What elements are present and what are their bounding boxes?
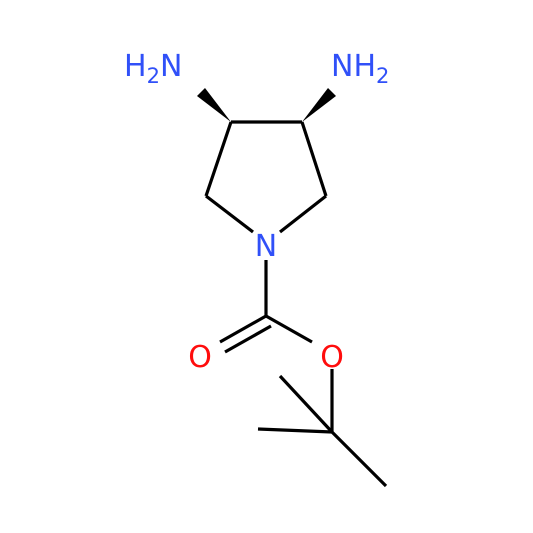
bond-carbonyl-double-a	[219, 314, 267, 344]
wedge-bond-c3-nh2	[197, 88, 231, 122]
bond-carbonyl-double-b	[224, 324, 272, 354]
atom-label-carbonyl-oxygen: O	[188, 340, 212, 375]
atom-label-ring-nitrogen: N	[255, 229, 277, 264]
bond-cquat-methyl3	[330, 430, 388, 488]
atom-labels: H2N NH2 N O O	[124, 49, 389, 375]
bond-ccarbonyl-oester	[265, 314, 313, 344]
wedge-bond-c4-nh2	[302, 88, 336, 122]
bond-c3-c2	[204, 121, 233, 197]
atom-label-amine-right: NH2	[331, 49, 389, 88]
bond-c5-n1	[279, 194, 327, 234]
wedge-bonds	[197, 88, 336, 122]
bond-cquat-methyl1	[278, 374, 334, 434]
bond-layer	[204, 120, 388, 488]
atom-label-ester-oxygen: O	[320, 340, 344, 375]
bond-cquat-methyl2	[257, 427, 333, 434]
bond-c2-n1	[205, 194, 254, 234]
atom-label-amine-left: H2N	[124, 49, 182, 88]
bond-c4-c5	[300, 121, 328, 197]
